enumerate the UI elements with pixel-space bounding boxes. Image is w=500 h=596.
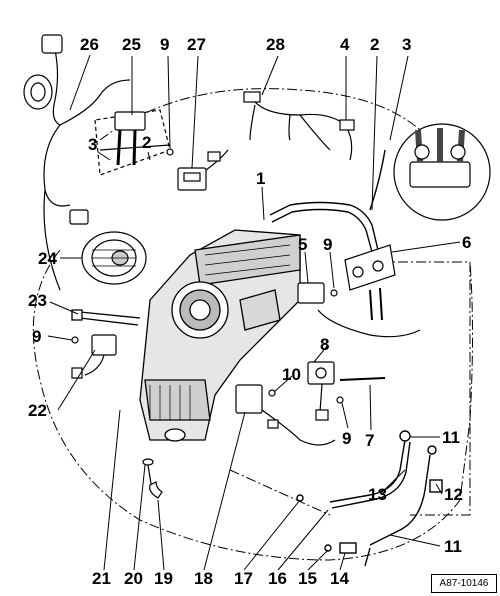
- callout-10: 10: [282, 365, 301, 384]
- callout-labels: 26 25 9 27 28 4 2 3 3 2 1 5 9 6 24 23 9 …: [28, 35, 471, 588]
- wiring-harness-26: [23, 34, 131, 291]
- leader-lines: [47, 54, 461, 571]
- refrigerant-lines-2-3: [269, 149, 386, 253]
- callout-27: 27: [187, 35, 206, 54]
- callout-9-c: 9: [32, 327, 41, 346]
- callout-19: 19: [154, 569, 173, 588]
- expansion-valve-6: [344, 244, 396, 321]
- actuator-5: [297, 282, 421, 338]
- callout-3: 3: [402, 35, 411, 54]
- callout-7: 7: [365, 431, 374, 450]
- actuator-22: [71, 334, 117, 379]
- callout-20: 20: [124, 569, 143, 588]
- callout-28: 28: [266, 35, 285, 54]
- callout-11: 11: [442, 428, 460, 447]
- callout-26: 26: [80, 35, 99, 54]
- callout-8: 8: [320, 335, 329, 354]
- callout-21: 21: [92, 569, 111, 588]
- callout-4: 4: [340, 35, 350, 54]
- callout-25: 25: [122, 35, 141, 54]
- sensor-23: [71, 309, 141, 326]
- callout-1: 1: [256, 169, 265, 188]
- callout-12: 12: [444, 485, 463, 504]
- pipe-detail-25: [94, 109, 171, 176]
- reference-code: A87-10146: [431, 574, 497, 593]
- wiring-harness-28: [243, 91, 355, 161]
- callout-6: 6: [462, 233, 471, 252]
- detail-inset-circle: [393, 123, 491, 221]
- callout-18: 18: [194, 569, 213, 588]
- callout-13: 13: [368, 485, 387, 504]
- blower-motor-24: [69, 209, 147, 285]
- callout-5: 5: [298, 235, 307, 254]
- callout-9-d: 9: [342, 429, 351, 448]
- callout-11-b: 11: [444, 537, 462, 556]
- callout-3-inset: 3: [88, 135, 97, 154]
- callout-17: 17: [234, 569, 253, 588]
- callout-2-inset: 2: [142, 133, 151, 152]
- sensor-27: [166, 148, 229, 191]
- callout-9-b: 9: [323, 235, 332, 254]
- callout-2: 2: [370, 35, 379, 54]
- callout-23: 23: [28, 291, 47, 310]
- drain-hose-19: [142, 458, 163, 499]
- actuator-8: [307, 361, 386, 421]
- callout-14: 14: [330, 569, 349, 588]
- callout-24: 24: [38, 249, 57, 268]
- ac-housing: [139, 229, 301, 442]
- actuator-18: [235, 384, 336, 446]
- callout-15: 15: [298, 569, 317, 588]
- callout-22: 22: [28, 401, 47, 420]
- callout-16: 16: [268, 569, 287, 588]
- callout-9: 9: [160, 35, 169, 54]
